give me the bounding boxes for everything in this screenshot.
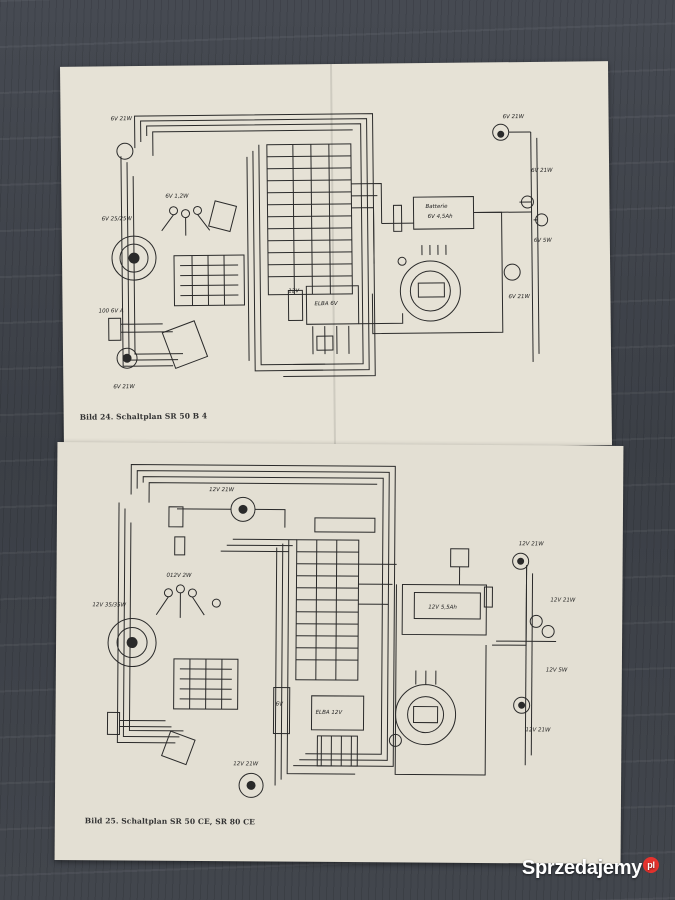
wiring-diagram-top xyxy=(108,113,549,378)
label: 6V xyxy=(275,701,283,708)
label: 012V 2W xyxy=(166,572,192,579)
label: 12V 5,5Ah xyxy=(428,604,457,611)
label: 6V 21W xyxy=(110,116,133,123)
label: 12V 21W xyxy=(550,597,576,604)
label: 6V 21W xyxy=(508,293,530,301)
label: 6V 5W xyxy=(533,237,552,244)
wiring-diagram-sheet-bottom: 12V 21W 012V 2W 12V 35/35W 12V 21W 12V 5… xyxy=(54,442,624,864)
label: 12V 21W xyxy=(209,487,235,494)
wiring-diagram-bottom xyxy=(106,464,557,798)
label: ELBA 12V xyxy=(315,709,343,717)
label: 12V 21W xyxy=(525,727,551,734)
diagram-caption-bottom: Bild 25. Schaltplan SR 50 CE, SR 80 CE xyxy=(84,816,256,827)
label: 6V 21W xyxy=(531,167,553,174)
label: 6V 21W xyxy=(113,384,135,391)
label: 6V 25/25W xyxy=(101,216,132,223)
label: 100 6V A xyxy=(98,308,124,315)
watermark-dot-icon: pl xyxy=(643,857,659,873)
label: Batterie xyxy=(425,203,448,211)
diagram-caption-top: Bild 24. Schaltplan SR 50 B 4 xyxy=(79,411,208,422)
label: 6V 1,2W xyxy=(165,193,189,200)
label: 6V 21W xyxy=(502,114,525,121)
label: 12V 21W xyxy=(233,761,259,768)
label: 6V 4,5Ah xyxy=(427,213,453,221)
wiring-diagram-sheet-top: 6V 21W 6V 1,2W 6V 25/25W 100 6V A 6V 21W… xyxy=(60,61,612,451)
watermark-text: Sprzedajemy xyxy=(521,857,642,879)
label: 12V 35/35W xyxy=(92,602,127,609)
label: 12V 5W xyxy=(545,667,568,674)
label: 12V 21W xyxy=(518,541,544,548)
label: 12V xyxy=(288,288,300,295)
